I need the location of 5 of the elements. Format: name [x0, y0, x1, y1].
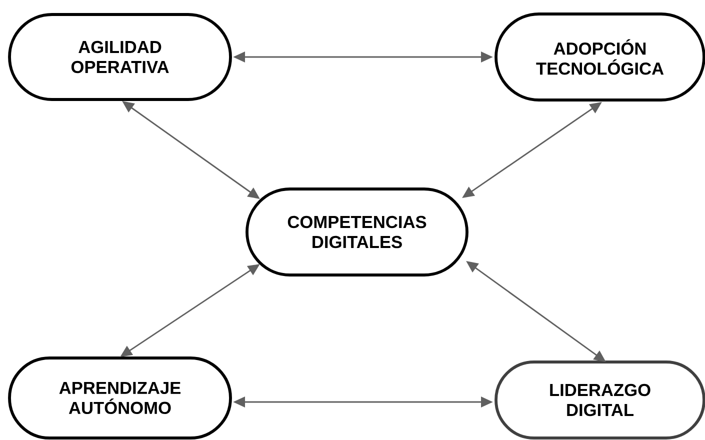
concept-box: ADOPCIÓN TECNOLÓGICA	[494, 12, 705, 102]
concept-box: APRENDIZAJE AUTÓNOMO	[8, 356, 232, 440]
concept-box: AGILIDAD OPERATIVA	[8, 13, 232, 101]
concept-box: LIDERAZGO DIGITAL	[494, 360, 705, 440]
concept-box: COMPETENCIAS DIGITALES	[246, 188, 468, 276]
